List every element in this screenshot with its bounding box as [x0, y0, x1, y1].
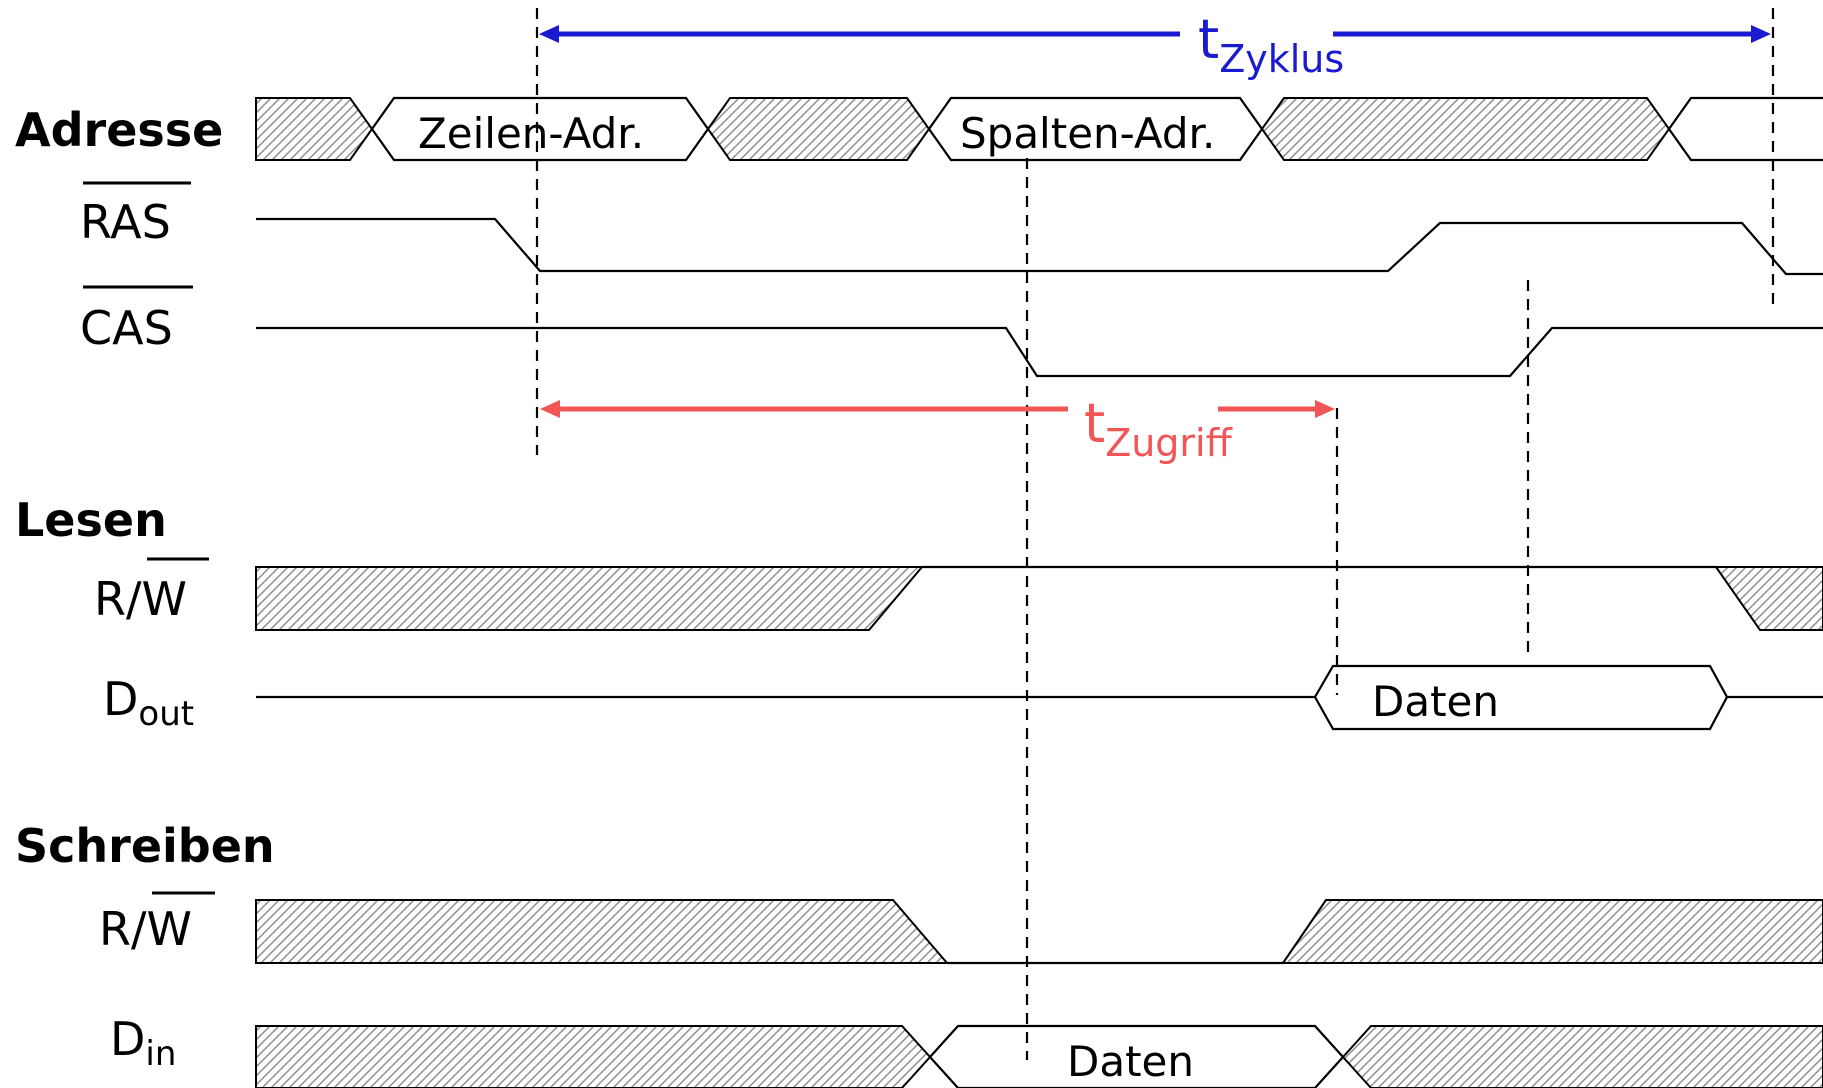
row-address-label: Zeilen-Adr. — [418, 109, 644, 158]
section-label-write: Schreiben — [15, 819, 275, 873]
address-dont-care-3 — [1260, 97, 1671, 161]
signal-label-cas: CAS — [80, 301, 173, 355]
din-waveform — [255, 1024, 1823, 1088]
access-time-subscript: Zugriff — [1105, 421, 1232, 465]
access-time-label: tZugriff — [1084, 392, 1233, 465]
cas-waveform — [256, 326, 1823, 378]
din-subscript: in — [145, 1034, 176, 1074]
write-rw-dont-care-left — [255, 899, 950, 964]
dout-base: D — [103, 672, 138, 726]
read-rw-waveform — [255, 565, 1823, 631]
cycle-arrowhead-left — [539, 25, 559, 43]
rw-write-prefix: R/ — [99, 902, 147, 956]
write-rw-waveform — [255, 899, 1823, 965]
din-data-label: Daten — [1067, 1037, 1194, 1086]
rw-write-bar-letter: W — [146, 902, 191, 956]
cycle-time-base: t — [1198, 8, 1219, 71]
rw-read-prefix: R/ — [94, 572, 142, 626]
address-dont-care-1 — [255, 97, 374, 161]
dout-subscript: out — [138, 694, 194, 734]
access-arrowhead-left — [540, 400, 560, 418]
cycle-time-arrow — [539, 25, 1771, 43]
access-time-arrow — [540, 400, 1335, 418]
signal-label-rw-read: R/W — [94, 572, 187, 626]
cycle-arrowhead-right — [1751, 25, 1771, 43]
din-dont-care-left — [255, 1025, 932, 1088]
column-address-label: Spalten-Adr. — [960, 109, 1215, 158]
read-rw-dont-care-left — [255, 566, 925, 631]
address-next-segment — [1667, 96, 1823, 162]
address-bus-waveform — [255, 96, 1823, 162]
signal-label-din: Din — [110, 1012, 176, 1074]
signal-label-rw-write: R/W — [99, 902, 192, 956]
access-arrowhead-right — [1315, 400, 1335, 418]
ras-waveform — [256, 217, 1823, 276]
signal-label-dout: Dout — [103, 672, 194, 734]
section-label-read: Lesen — [15, 493, 167, 547]
signal-label-ras: RAS — [80, 195, 171, 249]
cycle-time-subscript: Zyklus — [1219, 37, 1344, 81]
access-time-base: t — [1084, 392, 1105, 455]
read-rw-dont-care-right — [1714, 566, 1823, 631]
address-dont-care-2 — [706, 97, 931, 161]
dout-waveform — [256, 664, 1823, 731]
din-base: D — [110, 1012, 145, 1066]
din-dont-care-right — [1341, 1025, 1823, 1088]
dout-data-label: Daten — [1372, 677, 1499, 726]
cycle-time-label: tZyklus — [1198, 8, 1344, 81]
rw-read-bar-letter: W — [141, 572, 186, 626]
write-rw-dont-care-right — [1281, 899, 1823, 964]
section-label-address: Adresse — [15, 103, 223, 157]
